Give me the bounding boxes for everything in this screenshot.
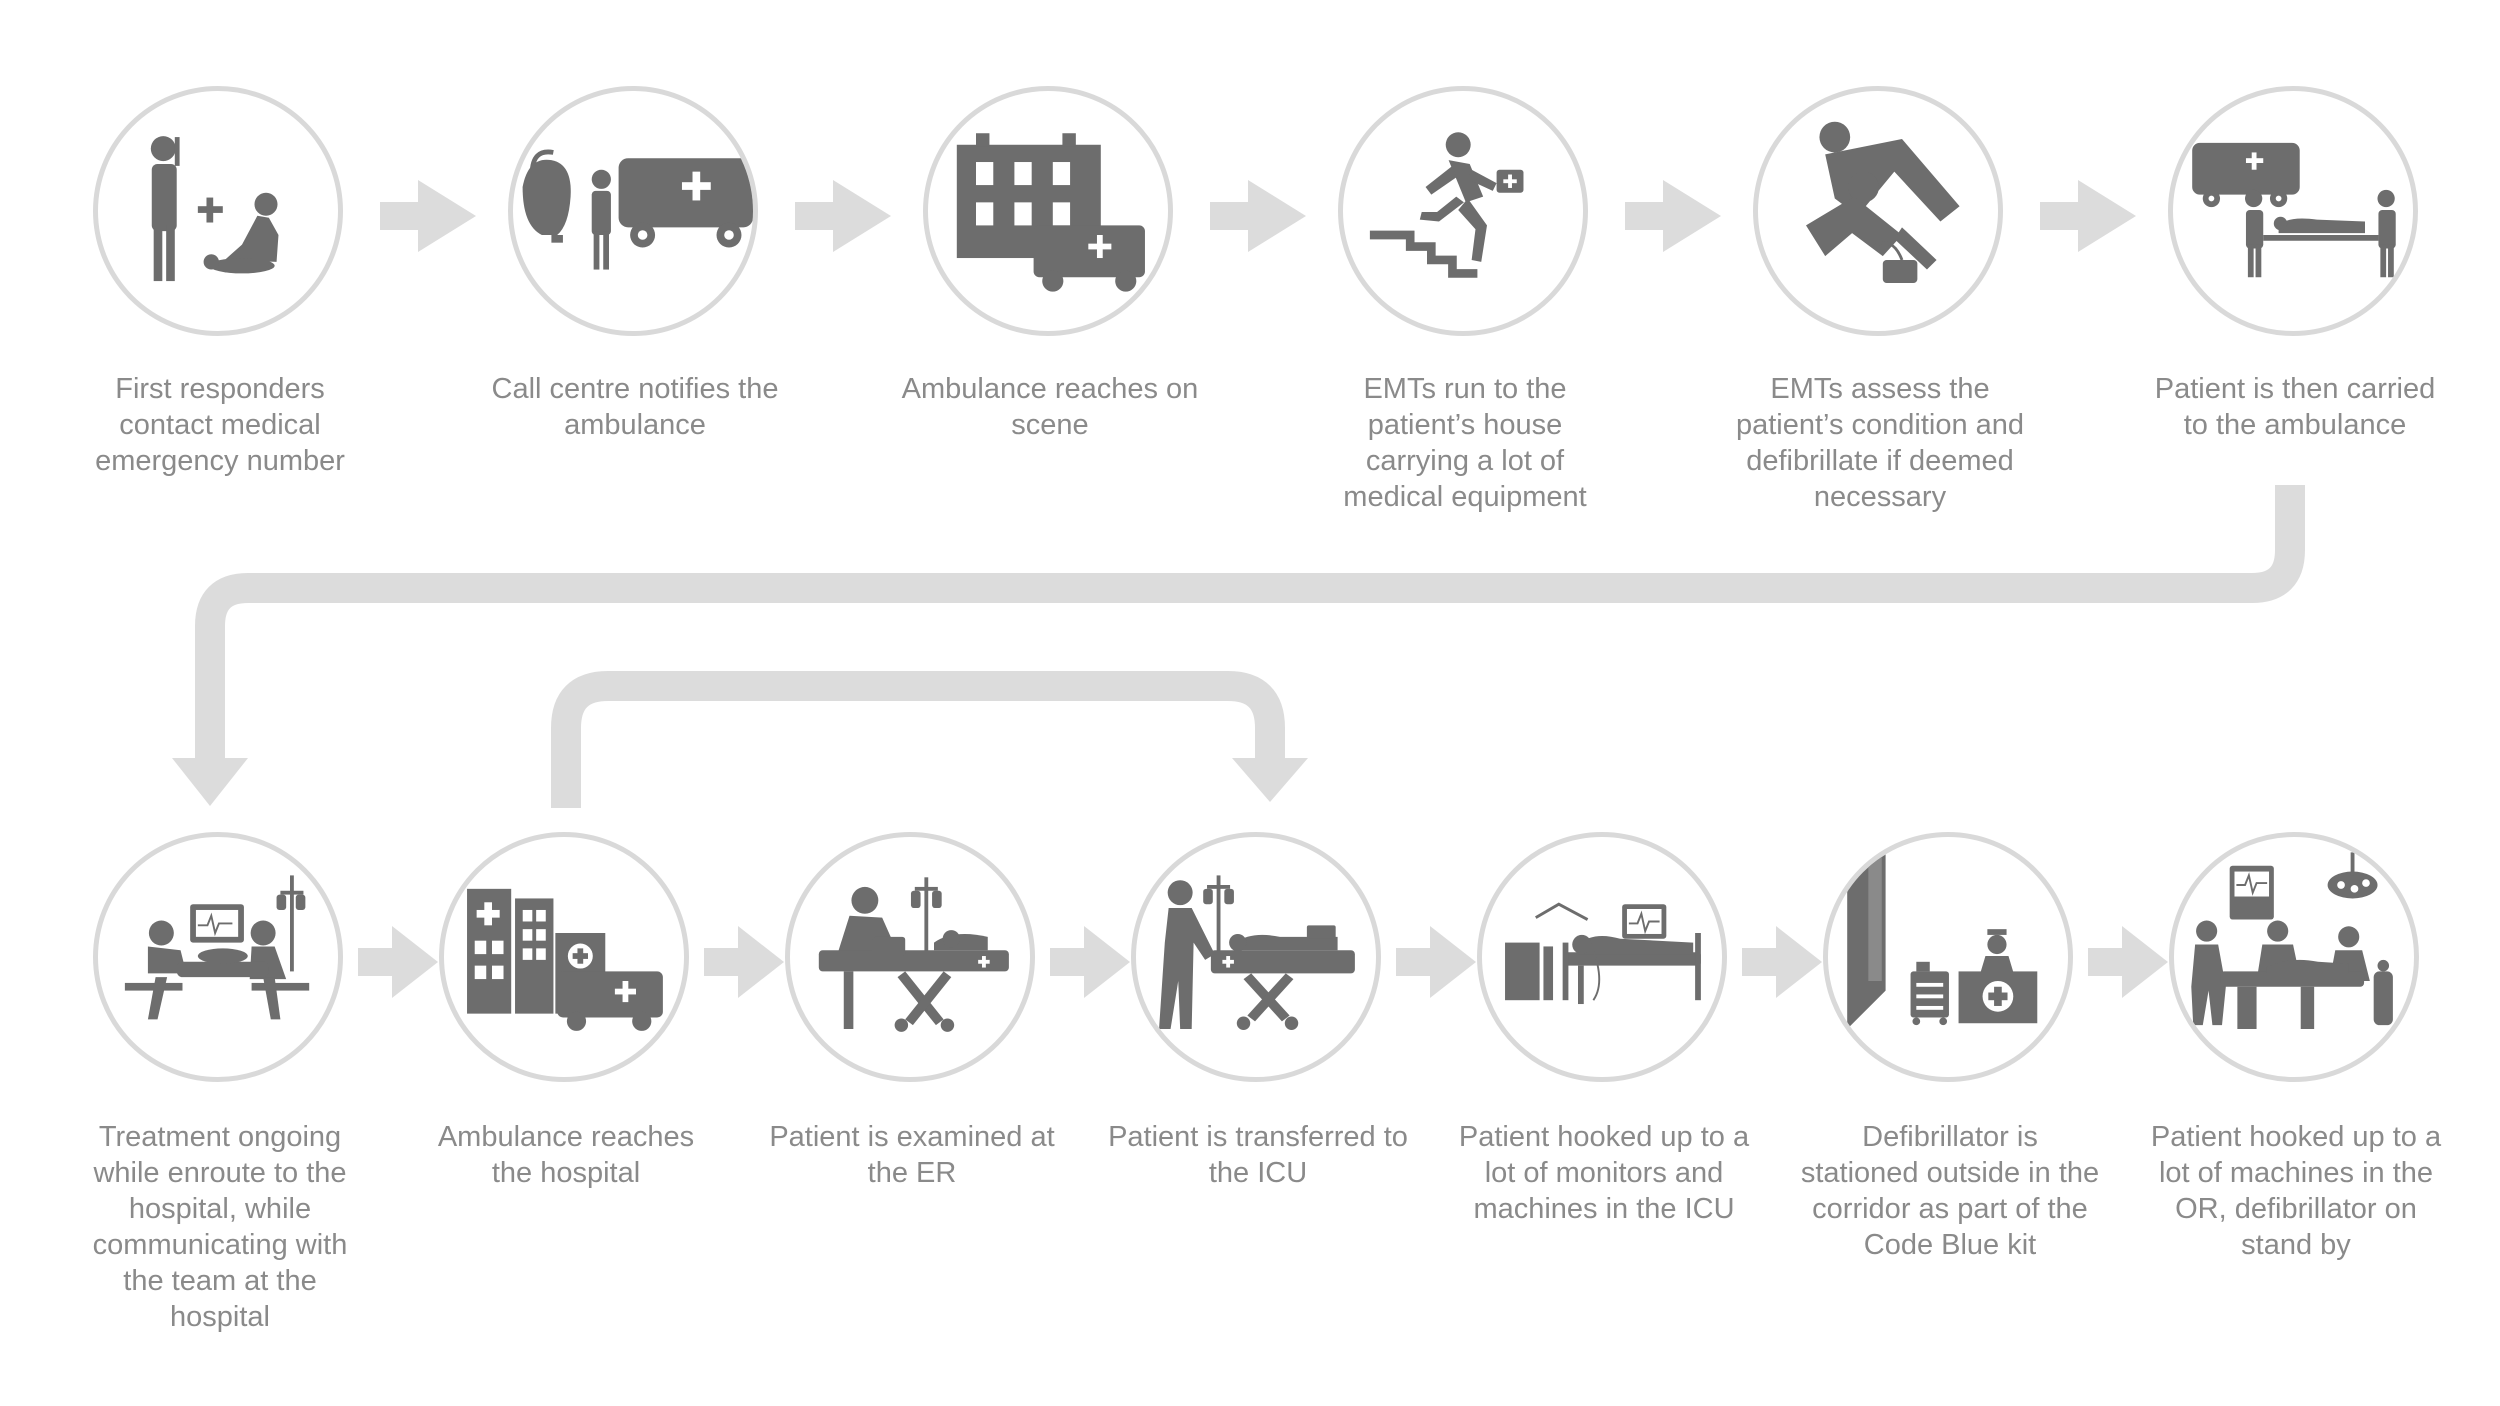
arrow-step8-9 [704, 926, 784, 998]
running-emt-stairs-icon [1338, 86, 1588, 336]
phone-call-cpr-icon [93, 86, 343, 336]
step-label: EMTs assess the patient’s condition and … [1735, 373, 2025, 513]
step-label: Patient hooked up to a lot of monitors a… [1458, 1121, 1750, 1225]
arrow-step12-13 [2088, 926, 2168, 998]
er-examination-icon [785, 832, 1035, 1082]
arrow-step10-11 [1396, 926, 1476, 998]
step-label: First responders contact medical emergen… [95, 373, 345, 477]
arrow-step7-8 [358, 926, 438, 998]
arrow-skip-connector-head [1232, 758, 1308, 802]
step-label: Patient is examined at the ER [769, 1121, 1055, 1189]
arrow-skip-connector [551, 671, 1285, 808]
step-label: Patient is transferred to the ICU [1108, 1121, 1408, 1189]
arrow-row-connector [195, 485, 2305, 760]
step-label: Patient is then carried to the ambulance [2154, 373, 2436, 441]
stretcher-carry-icon [2168, 86, 2418, 336]
ambulance-treatment-icon [93, 832, 343, 1082]
operating-room-icon [2169, 832, 2419, 1082]
arrow-step9-10 [1050, 926, 1130, 998]
dispatcher-ambulance-icon [508, 86, 758, 336]
corridor-nurse-station-icon [1823, 832, 2073, 1082]
arrow-step1-2 [380, 180, 476, 252]
step-label: Ambulance reaches on scene [901, 373, 1199, 441]
arrow-step4-5 [1625, 180, 1721, 252]
step-label: Ambulance reaches the hospital [437, 1121, 695, 1189]
arrow-step3-4 [1210, 180, 1306, 252]
arrow-step11-12 [1742, 926, 1822, 998]
step-label: Patient hooked up to a lot of machines i… [2150, 1121, 2442, 1261]
step-label: Treatment ongoing while enroute to the h… [92, 1121, 348, 1333]
icu-monitors-icon [1477, 832, 1727, 1082]
hospital-ambulance-icon [439, 832, 689, 1082]
step-label: Defibrillator is stationed outside in th… [1800, 1121, 2100, 1261]
arrow-step5-6 [2040, 180, 2136, 252]
arrow-step2-3 [795, 180, 891, 252]
icu-transfer-icon [1131, 832, 1381, 1082]
arrow-row-connector-head [172, 758, 248, 806]
step-label: EMTs run to the patient’s house carrying… [1343, 373, 1587, 513]
house-ambulance-icon [923, 86, 1173, 336]
emt-defibrillate-icon [1753, 86, 2003, 336]
step-label: Call centre notifies the ambulance [491, 373, 779, 441]
